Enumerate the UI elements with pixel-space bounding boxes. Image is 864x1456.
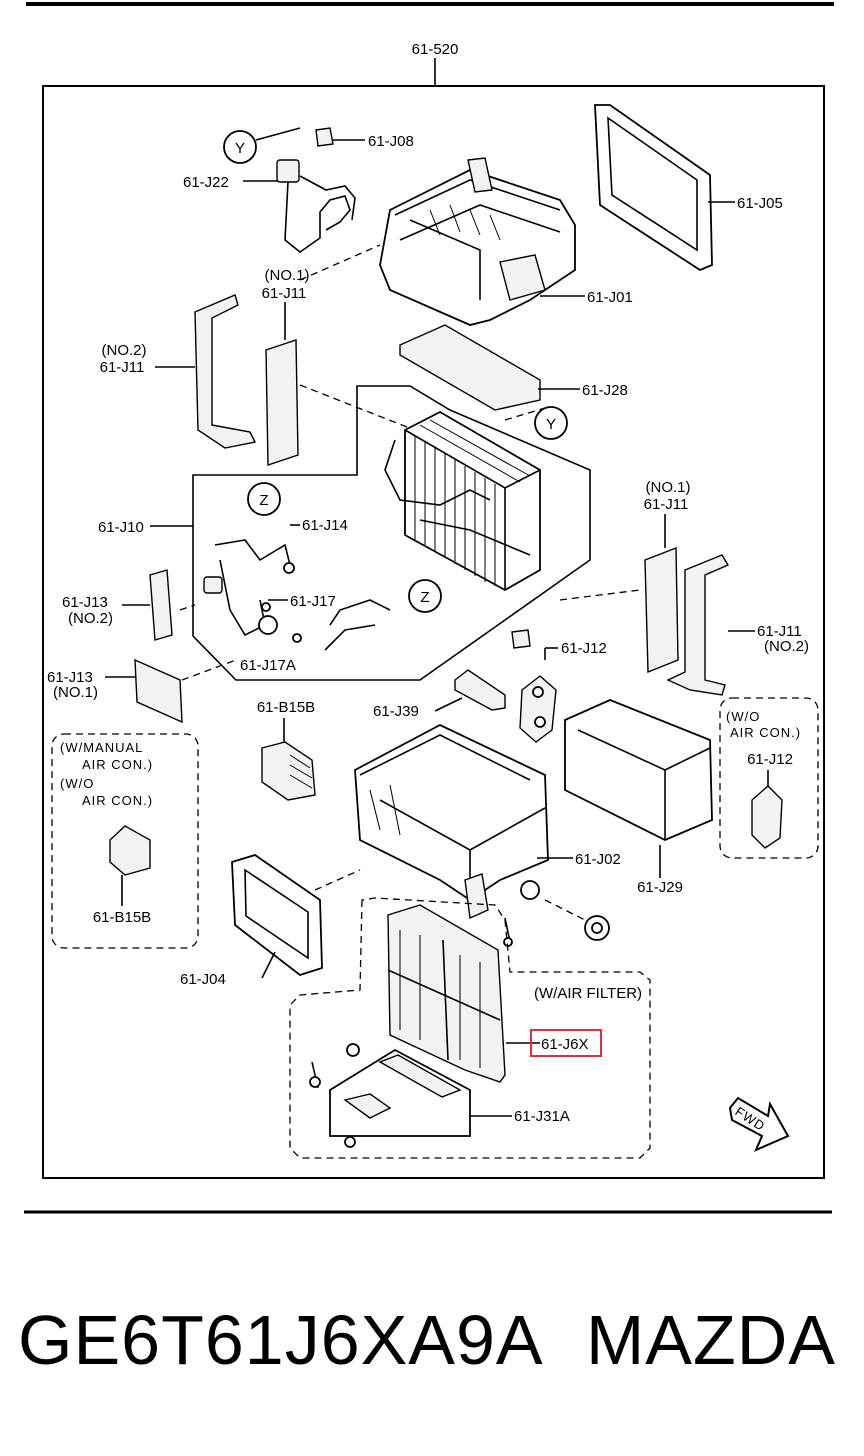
pipe-assembly-y: Y xyxy=(223,127,365,253)
packing-61-j11-no2-left xyxy=(194,294,257,449)
label-61-j04: 61-J04 xyxy=(180,971,226,988)
note-manual-2: AIR CON.) xyxy=(82,757,153,772)
cover-61-j29 xyxy=(564,699,713,841)
note-wo-right-2: AIR CON.) xyxy=(730,725,801,740)
label-61-j11-no1-top: 61-J11 xyxy=(262,285,307,302)
seal-61-j12-alt xyxy=(751,785,783,849)
fwd-arrow-icon: FWD xyxy=(728,1096,790,1152)
fasteners-lower xyxy=(503,880,610,947)
filter-cover-61-j31a xyxy=(309,1043,471,1148)
wo-aircon-right-box xyxy=(719,697,819,859)
svg-text:Y: Y xyxy=(235,140,245,157)
callout-z-lower: Z xyxy=(420,589,429,606)
drain-hose-61-j39 xyxy=(454,669,506,711)
label-61-j14: 61-J14 xyxy=(302,517,348,534)
lower-case-61-j02 xyxy=(354,723,549,920)
label-61-j39: 61-J39 xyxy=(373,703,419,720)
label-61-j10: 61-J10 xyxy=(98,519,144,536)
label-61-j13-no1-tag: (NO.1) xyxy=(53,684,98,701)
label-61-j05: 61-J05 xyxy=(737,195,783,212)
label-61-j17: 61-J17 xyxy=(290,593,336,610)
expansion-valve-pipes xyxy=(203,539,391,651)
label-61-j01: 61-J01 xyxy=(587,289,633,306)
label-61-j22: 61-J22 xyxy=(183,174,229,191)
packing-61-j11-no1-right xyxy=(644,546,679,674)
label-61-j17a: 61-J17A xyxy=(240,657,296,674)
upper-case-61-j01 xyxy=(379,157,576,326)
callout-z-upper: Z xyxy=(259,492,268,509)
evaporator-core xyxy=(384,410,541,592)
label-61-b15b-alt: 61-B15B xyxy=(93,909,151,926)
label-61-j11-no2-right-tag: (NO.2) xyxy=(764,638,809,655)
filter-61-j13-no2 xyxy=(149,569,173,641)
resistor-alt xyxy=(109,825,151,876)
assembly-label: 61-520 xyxy=(412,41,459,58)
note-air-filter: (W/AIR FILTER) xyxy=(534,985,642,1002)
label-61-j11-no2-left: 61-J11 xyxy=(100,359,145,376)
label-61-j11-no1-right: 61-J11 xyxy=(644,496,689,513)
label-61-j08: 61-J08 xyxy=(368,133,414,150)
diagram-frame xyxy=(42,85,825,1179)
label-61-j28: 61-J28 xyxy=(582,382,628,399)
label-61-b15b: 61-B15B xyxy=(257,699,315,716)
part-number: GE6T61J6XA9A xyxy=(18,1301,544,1379)
parts-diagram: 61-520 Y 61-J08 61-J22 61-J01 61-J05 (NO… xyxy=(24,2,834,1214)
seal-frame-61-j05 xyxy=(594,104,713,272)
air-filter-61-j6x xyxy=(387,904,506,1083)
label-61-j11-no2-right: 61-J11 xyxy=(757,623,802,640)
label-61-j31a: 61-J31A xyxy=(514,1108,570,1125)
note-wo-2: AIR CON.) xyxy=(82,793,153,808)
air-filter-region xyxy=(289,897,651,1159)
label-61-j12: 61-J12 xyxy=(561,640,607,657)
label-61-j6x[interactable]: 61-J6X xyxy=(541,1036,589,1053)
note-wo-right-1: (W/O xyxy=(726,709,760,724)
seal-61-j12 xyxy=(519,675,557,743)
label-61-j13-no2-tag: (NO.2) xyxy=(68,610,113,627)
brand-name: MAZDA xyxy=(586,1301,836,1379)
seal-frame-61-j04 xyxy=(231,854,323,977)
label-61-j11-no1-right-tag: (NO.1) xyxy=(646,479,691,496)
note-wo-1: (W/O xyxy=(60,776,94,791)
label-61-j13-no1: 61-J13 xyxy=(47,669,93,686)
seal-61-j28 xyxy=(399,324,541,411)
label-61-j29: 61-J29 xyxy=(637,879,683,896)
packing-61-j11-no1-top xyxy=(265,339,299,466)
highlight-61-j6x xyxy=(530,1029,602,1057)
packing-61-j11-no2-right xyxy=(666,554,730,696)
filter-61-j13-no1 xyxy=(134,658,183,724)
label-61-j13-no2: 61-J13 xyxy=(62,594,108,611)
label-61-j11-no1-top-tag: (NO.1) xyxy=(265,267,310,284)
label-61-j11-no2-left-tag: (NO.2) xyxy=(102,342,147,359)
note-manual-1: (W/MANUAL xyxy=(60,740,143,755)
label-61-j12-alt: 61-J12 xyxy=(747,751,793,768)
manual-aircon-box xyxy=(51,733,199,949)
callout-y-mid: Y xyxy=(546,416,556,433)
label-61-j02: 61-J02 xyxy=(575,851,621,868)
resistor-61-b15b xyxy=(261,741,316,801)
